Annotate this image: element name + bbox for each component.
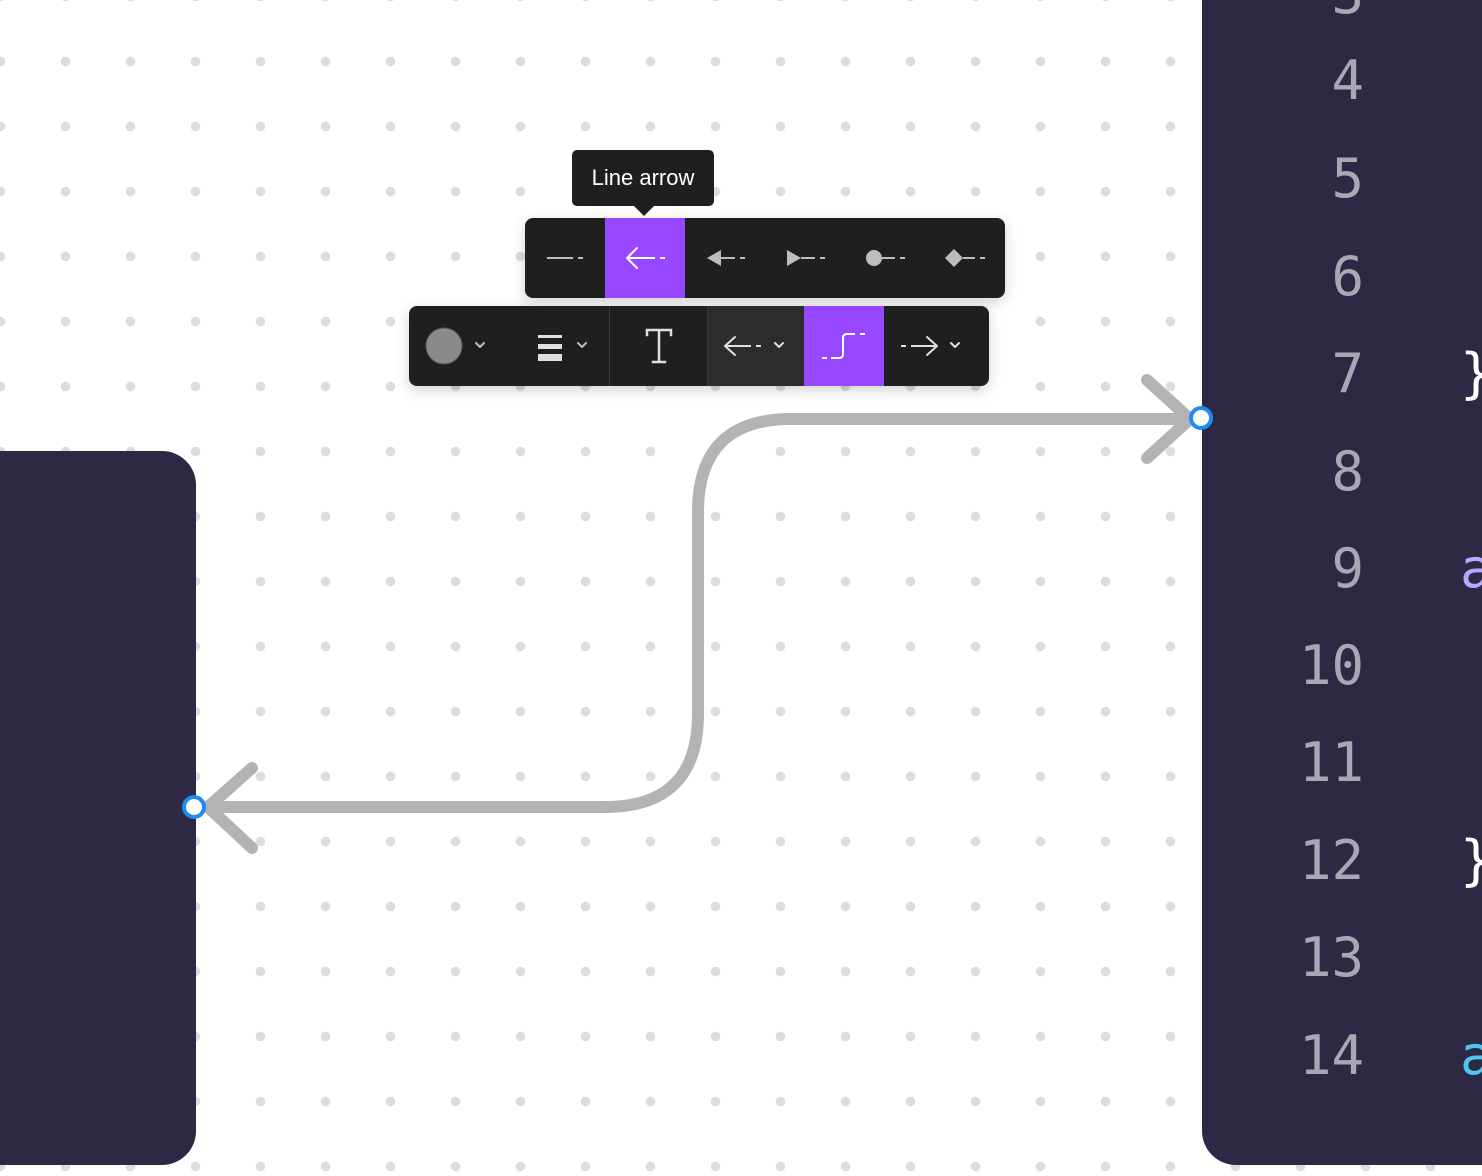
tooltip-text: Line arrow	[591, 165, 695, 190]
color-picker-button[interactable]	[409, 306, 509, 386]
connector-toolbar	[409, 306, 989, 386]
tooltip: Line arrow	[572, 150, 714, 216]
reversed-triangle-icon	[787, 250, 825, 266]
line-number: 9	[1331, 537, 1364, 600]
left-shape[interactable]	[0, 451, 196, 1165]
line-number: 8	[1331, 440, 1364, 503]
color-swatch-icon	[425, 327, 485, 365]
code-text: a	[1460, 1024, 1482, 1087]
arrowhead-line-arrow-button[interactable]	[605, 218, 685, 298]
line-number: 4	[1331, 49, 1364, 112]
toolbar-divider	[609, 306, 610, 386]
line-number: 6	[1331, 245, 1364, 308]
diamond-end-icon	[945, 249, 985, 267]
line-end-none-icon	[547, 257, 583, 259]
elbow-connector-icon	[822, 333, 865, 359]
line-number: 14	[1298, 1024, 1364, 1087]
arrowhead-diamond-button[interactable]	[925, 218, 1005, 298]
arrowhead-reversed-triangle-button[interactable]	[765, 218, 845, 298]
stroke-weight-button[interactable]	[509, 306, 609, 386]
arrowhead-triangle-button[interactable]	[685, 218, 765, 298]
stroke-weight-icon	[538, 335, 587, 361]
line-number: 3	[1331, 0, 1364, 25]
line-number: 12	[1298, 829, 1364, 892]
code-text: a	[1460, 537, 1482, 600]
connector-path[interactable]	[194, 413, 1202, 813]
line-number: 13	[1298, 926, 1364, 989]
end-endpoint-handle[interactable]	[1189, 406, 1213, 430]
line-number: 5	[1331, 147, 1364, 210]
arrowhead-picker	[525, 218, 1005, 298]
triangle-arrow-icon	[707, 250, 745, 266]
start-endpoint-handle[interactable]	[182, 795, 206, 819]
toolbar-divider	[707, 306, 708, 386]
line-number: 11	[1298, 731, 1364, 794]
text-button[interactable]	[610, 306, 707, 386]
arrowhead-circle-button[interactable]	[845, 218, 925, 298]
end-point-button[interactable]	[884, 306, 980, 386]
code-text: }	[1460, 344, 1482, 404]
arrowhead-none-button[interactable]	[525, 218, 605, 298]
start-point-button[interactable]	[708, 306, 804, 386]
arrow-right-dashed-icon	[901, 336, 960, 356]
line-number: 7	[1331, 342, 1364, 405]
elbowed-connector-button[interactable]	[804, 306, 884, 386]
code-block[interactable]: 3 4 5 6 7 8 9 10 11 12 13 14 } a } a	[1202, 0, 1482, 1165]
line-number: 10	[1298, 634, 1364, 697]
start-arrowhead	[202, 762, 258, 854]
code-text: }	[1460, 831, 1482, 891]
text-T-icon	[645, 328, 672, 364]
line-arrow-icon	[626, 247, 665, 269]
arrow-left-dashed-icon	[724, 336, 784, 356]
circle-end-icon	[866, 250, 905, 266]
